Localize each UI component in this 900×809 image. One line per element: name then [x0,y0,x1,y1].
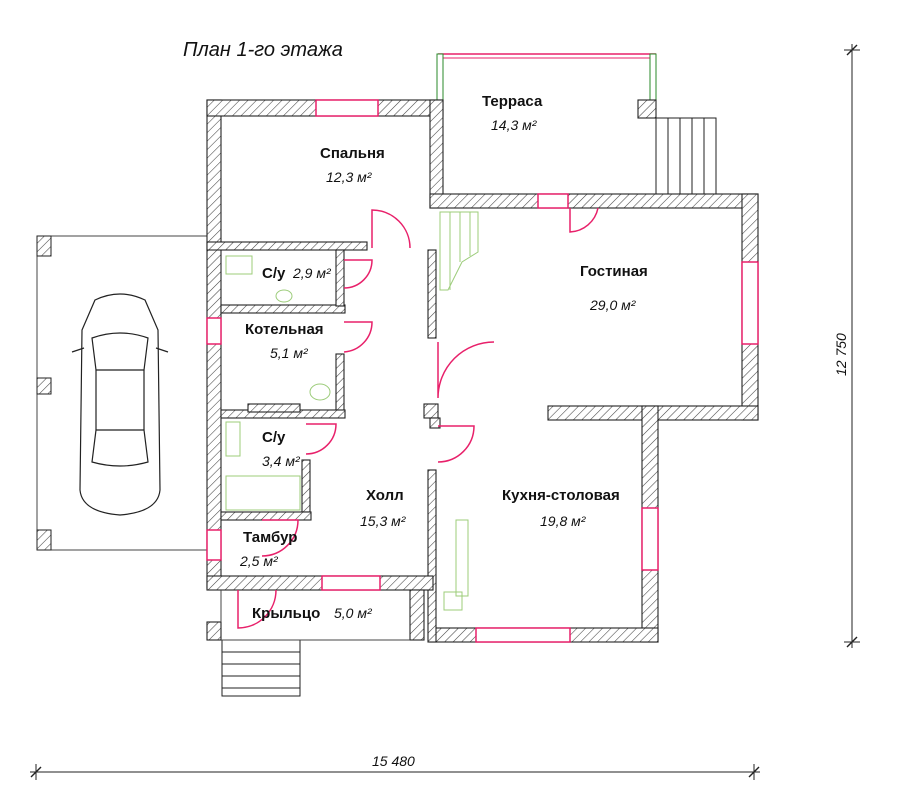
dimension-width-label: 15 480 [372,753,415,769]
room-name: Холл [366,487,404,504]
room-terrace: Терраса 14,3 м² [482,93,543,133]
walls [206,99,759,643]
room-name: Кухня-столовая [502,487,620,504]
room-name: Тамбур [243,529,297,546]
windows [206,99,759,643]
room-area: 3,4 м² [262,453,301,469]
room-name: Спальня [320,145,385,162]
room-name: Крыльцо [252,605,320,622]
porch-outline [220,590,410,641]
room-hall: Холл 15,3 м² [360,487,407,529]
room-name: Гостиная [580,263,648,280]
carport [36,235,208,551]
dimension-height: 12 750 [833,44,860,648]
room-porch: Крыльцо 5,0 м² [252,605,373,622]
room-area: 19,8 м² [540,513,587,529]
fixtures [225,211,479,611]
room-name: Котельная [245,321,324,338]
room-kitchen: Кухня-столовая 19,8 м² [502,487,620,529]
room-name: С/у [262,265,286,282]
room-bedroom: Спальня 12,3 м² [320,145,385,185]
dimension-height-label: 12 750 [833,333,849,376]
doors [237,207,599,629]
dimension-width: 15 480 [30,753,760,780]
room-boiler: Котельная 5,1 м² [245,321,324,361]
room-name: Терраса [482,93,543,110]
terrace-outline [436,53,657,195]
room-name: С/у [262,429,286,446]
room-area: 29,0 м² [589,297,637,313]
room-area: 2,5 м² [239,553,279,569]
room-area: 5,1 м² [270,345,309,361]
room-area: 12,3 м² [326,169,373,185]
car-icon [71,293,169,516]
room-area: 5,0 м² [334,605,373,621]
room-bath-2: С/у 3,4 м² [262,429,301,469]
room-area: 15,3 м² [360,513,407,529]
plan-title: План 1-го этажа [183,39,343,61]
room-area: 2,9 м² [292,265,332,281]
room-living: Гостиная 29,0 м² [580,263,648,313]
room-area: 14,3 м² [491,117,538,133]
room-vestibule: Тамбур 2,5 м² [239,529,297,569]
room-bath-1: С/у 2,9 м² [262,265,332,282]
